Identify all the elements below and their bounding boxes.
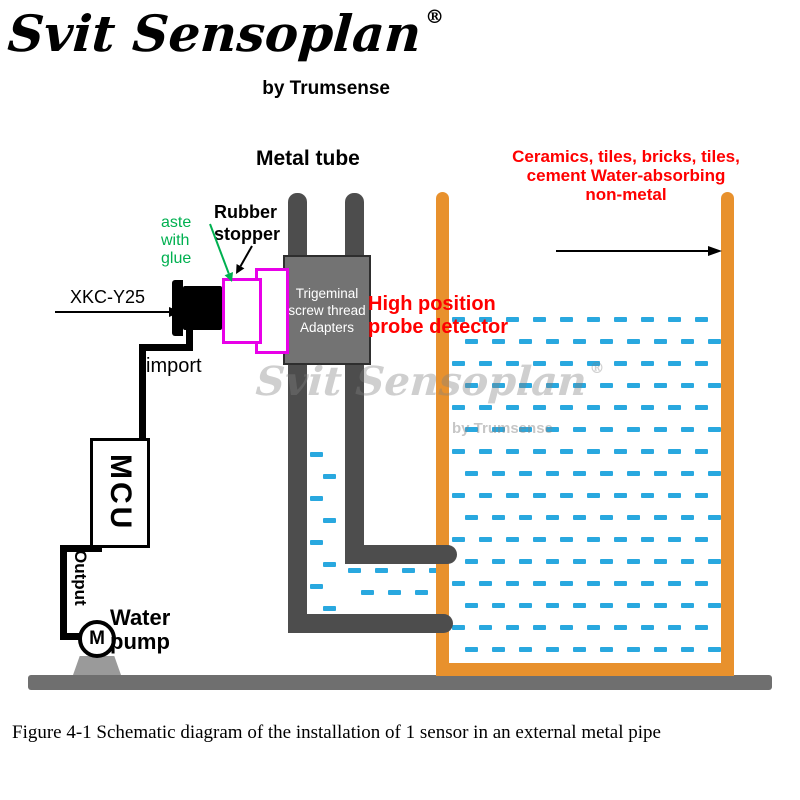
water-pump-label: Water pump <box>110 605 171 654</box>
metal-tube-lower-inlet <box>288 614 453 633</box>
xkc-y25-sensor-body <box>183 286 222 330</box>
wall-pointer-arrow <box>556 246 722 256</box>
water-pump-motor: M <box>78 620 116 658</box>
container-material-label: Ceramics, tiles, bricks, tiles, cement W… <box>512 147 740 204</box>
mcu-output-wire-vertical <box>60 545 67 640</box>
sensor-wire-vertical <box>186 330 193 351</box>
water-pump-base <box>73 656 121 675</box>
pipe-water-horizontal <box>345 564 449 614</box>
rubber-stopper <box>222 278 262 344</box>
output-label: Output <box>71 550 90 606</box>
container-bottom-wall <box>436 663 734 676</box>
mcu-label: MCU <box>104 454 137 532</box>
xkc-y25-sensor-cap <box>172 280 183 336</box>
glue-arrow <box>209 223 233 282</box>
paste-with-glue-label: aste with glue <box>161 214 192 267</box>
metal-tube-top-right <box>345 193 364 257</box>
metal-tube-down-left <box>288 359 307 633</box>
sensor-model-label: XKC-Y25 <box>70 287 146 307</box>
ground-bar <box>28 675 772 690</box>
brand-byline: by Trumsense <box>262 78 390 99</box>
registered-trademark-icon: ® <box>425 6 445 28</box>
watermark-byline: by Trumsense <box>452 420 553 437</box>
metal-tube-upper-inlet <box>345 545 457 564</box>
import-label: import <box>146 355 202 377</box>
brand-logo: Svit Sensoplan® <box>5 4 445 63</box>
container-left-wall <box>436 192 449 676</box>
container-right-wall <box>721 192 734 676</box>
metal-tube-down-right <box>345 359 364 564</box>
metal-tube-top-left <box>288 193 307 257</box>
rubber-stopper-label: Rubber stopper <box>214 202 281 244</box>
metal-tube-label: Metal tube <box>256 147 360 170</box>
wire-to-mcu <box>139 344 146 440</box>
pipe-water-vertical <box>307 448 345 614</box>
wire-to-pump <box>60 633 86 640</box>
trigeminal-adapter-block: Trigeminal screw thread Adapters <box>283 255 371 365</box>
sensor-model-arrow <box>55 307 181 317</box>
motor-m-label: M <box>89 628 105 649</box>
brand-logo-text: Svit Sensoplan <box>5 4 424 63</box>
tank-water <box>449 313 721 663</box>
rubber-stopper-arrow <box>236 245 253 274</box>
watermark-logo: Svit Sensoplan® <box>254 358 605 405</box>
high-position-probe-label: High position probe detector <box>368 293 509 338</box>
sensor-wire-horizontal <box>139 344 193 351</box>
figure-caption: Figure 4-1 Schematic diagram of the inst… <box>12 722 661 743</box>
watermark-registered-icon: ® <box>589 359 605 377</box>
mcu-box: MCU <box>90 438 150 548</box>
mcu-output-wire-horizontal <box>60 545 102 552</box>
